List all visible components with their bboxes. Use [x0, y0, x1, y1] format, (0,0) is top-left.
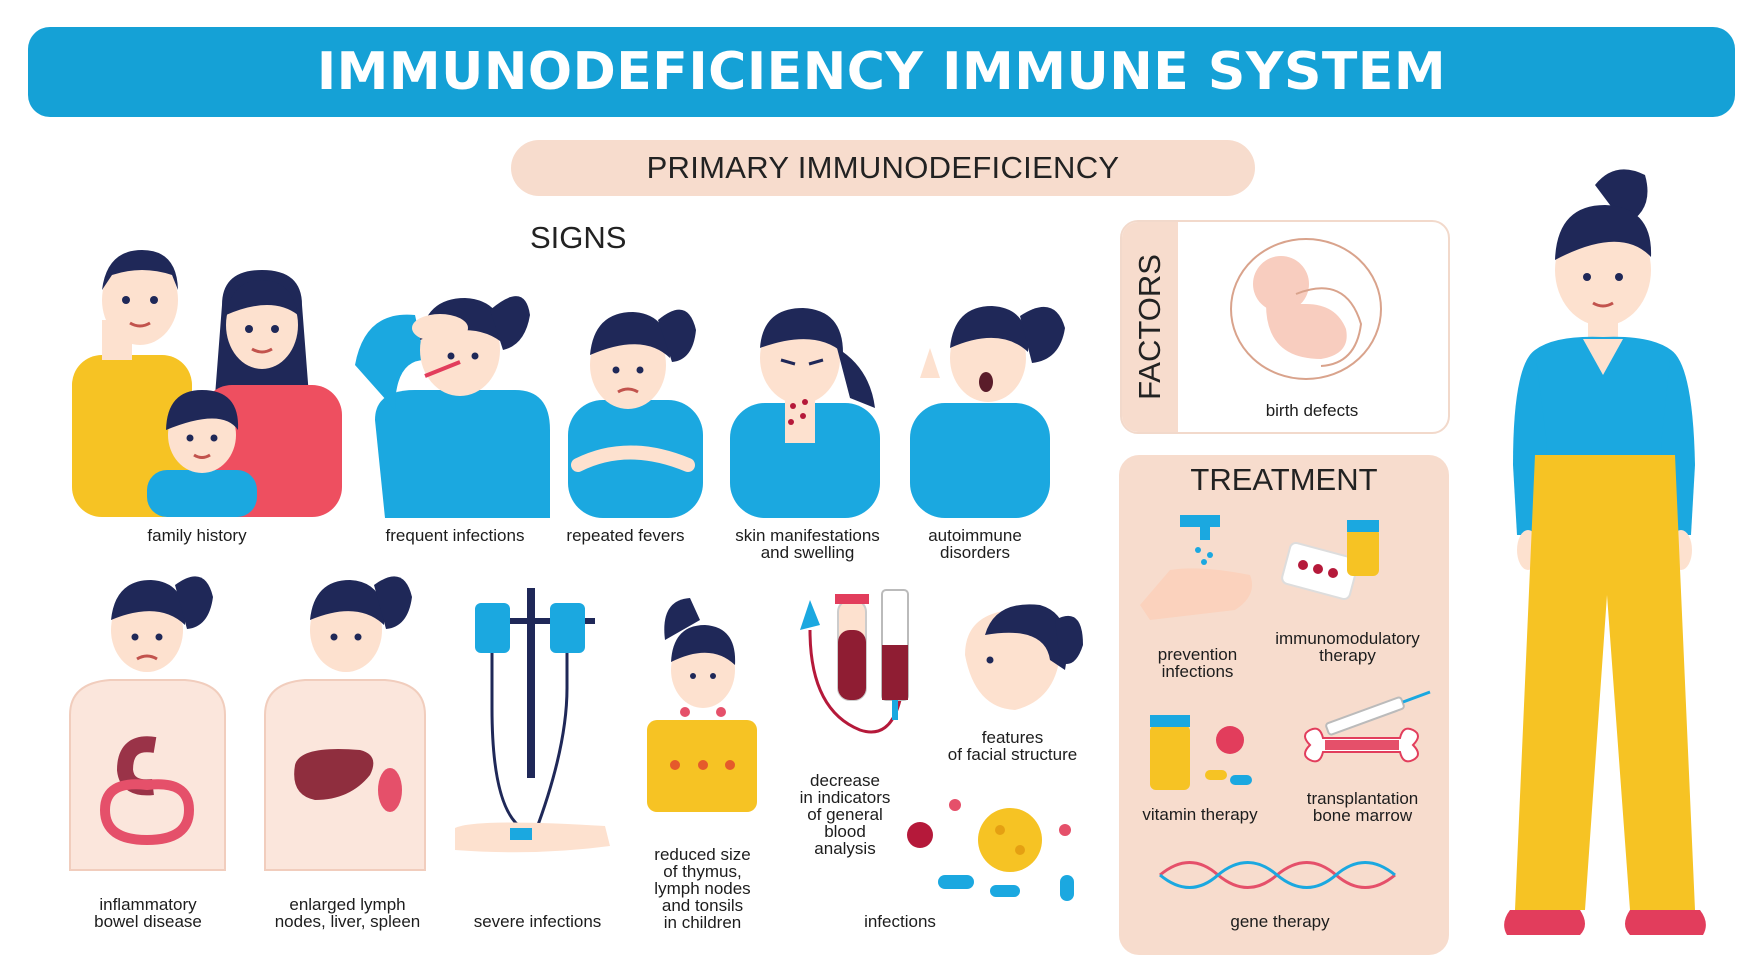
subtitle: PRIMARY IMMUNODEFICIENCY	[646, 150, 1120, 185]
sign-label: decrease in indicators of general blood …	[799, 771, 891, 858]
treatment-label: gene therapy	[1230, 912, 1330, 931]
yawning-woman-icon	[910, 306, 1065, 518]
factor-label: birth defects	[1265, 401, 1359, 420]
iv-drip-icon	[455, 588, 610, 853]
child-lymph-icon	[647, 598, 757, 812]
treatment-label: immunomodulatory therapy	[1275, 629, 1420, 665]
fetus-icon	[1230, 238, 1382, 380]
treatment-label: prevention infections	[1157, 645, 1238, 681]
virus-bacteria-icon	[907, 799, 1074, 901]
factors-heading: FACTORS	[1132, 254, 1167, 400]
bone-syringe-icon	[1304, 690, 1431, 763]
face-profile-icon	[965, 604, 1083, 710]
rash-woman-icon	[730, 308, 880, 518]
page-title: IMMUNODEFICIENCY IMMUNE SYSTEM	[316, 42, 1447, 102]
shivering-woman-icon	[568, 309, 703, 518]
signs-heading: SIGNS	[530, 220, 627, 255]
treatment-label: transplantation bone marrow	[1306, 789, 1419, 825]
factors-side-bar	[1122, 222, 1178, 432]
sign-label: reduced size of thymus, lymph nodes and …	[654, 845, 751, 932]
hand-washing-icon	[1140, 515, 1253, 620]
sign-label: autoimmune disorders	[928, 526, 1022, 562]
blood-test-icon	[800, 589, 909, 734]
treatment-label: vitamin therapy	[1142, 805, 1258, 824]
factors-panel: FACTORS birth defects	[1120, 220, 1450, 434]
treatment-heading: TREATMENT	[1190, 462, 1378, 497]
subtitle-pill: PRIMARY IMMUNODEFICIENCY	[511, 140, 1255, 196]
liver-spleen-icon	[264, 576, 426, 871]
sign-label: infections	[864, 912, 936, 931]
sign-label: features of facial structure	[947, 728, 1078, 764]
sign-label: skin manifestations and swelling	[735, 526, 880, 562]
sign-label: repeated fevers	[566, 526, 685, 545]
sign-label: inflammatory bowel disease	[94, 895, 202, 931]
dna-icon	[1159, 861, 1396, 889]
sign-label: family history	[147, 526, 247, 545]
vitamin-jar-icon	[1150, 715, 1252, 790]
sign-label: severe infections	[473, 912, 602, 931]
sign-label: enlarged lymph nodes, liver, spleen	[274, 895, 421, 931]
title-banner: IMMUNODEFICIENCY IMMUNE SYSTEM	[28, 27, 1735, 117]
standing-woman-icon	[1504, 169, 1706, 935]
sign-label: frequent infections	[385, 526, 525, 545]
pills-icon	[1281, 520, 1379, 600]
intestine-icon	[69, 576, 226, 871]
sick-woman-thermometer-icon	[355, 296, 550, 518]
family-icon	[72, 250, 342, 517]
